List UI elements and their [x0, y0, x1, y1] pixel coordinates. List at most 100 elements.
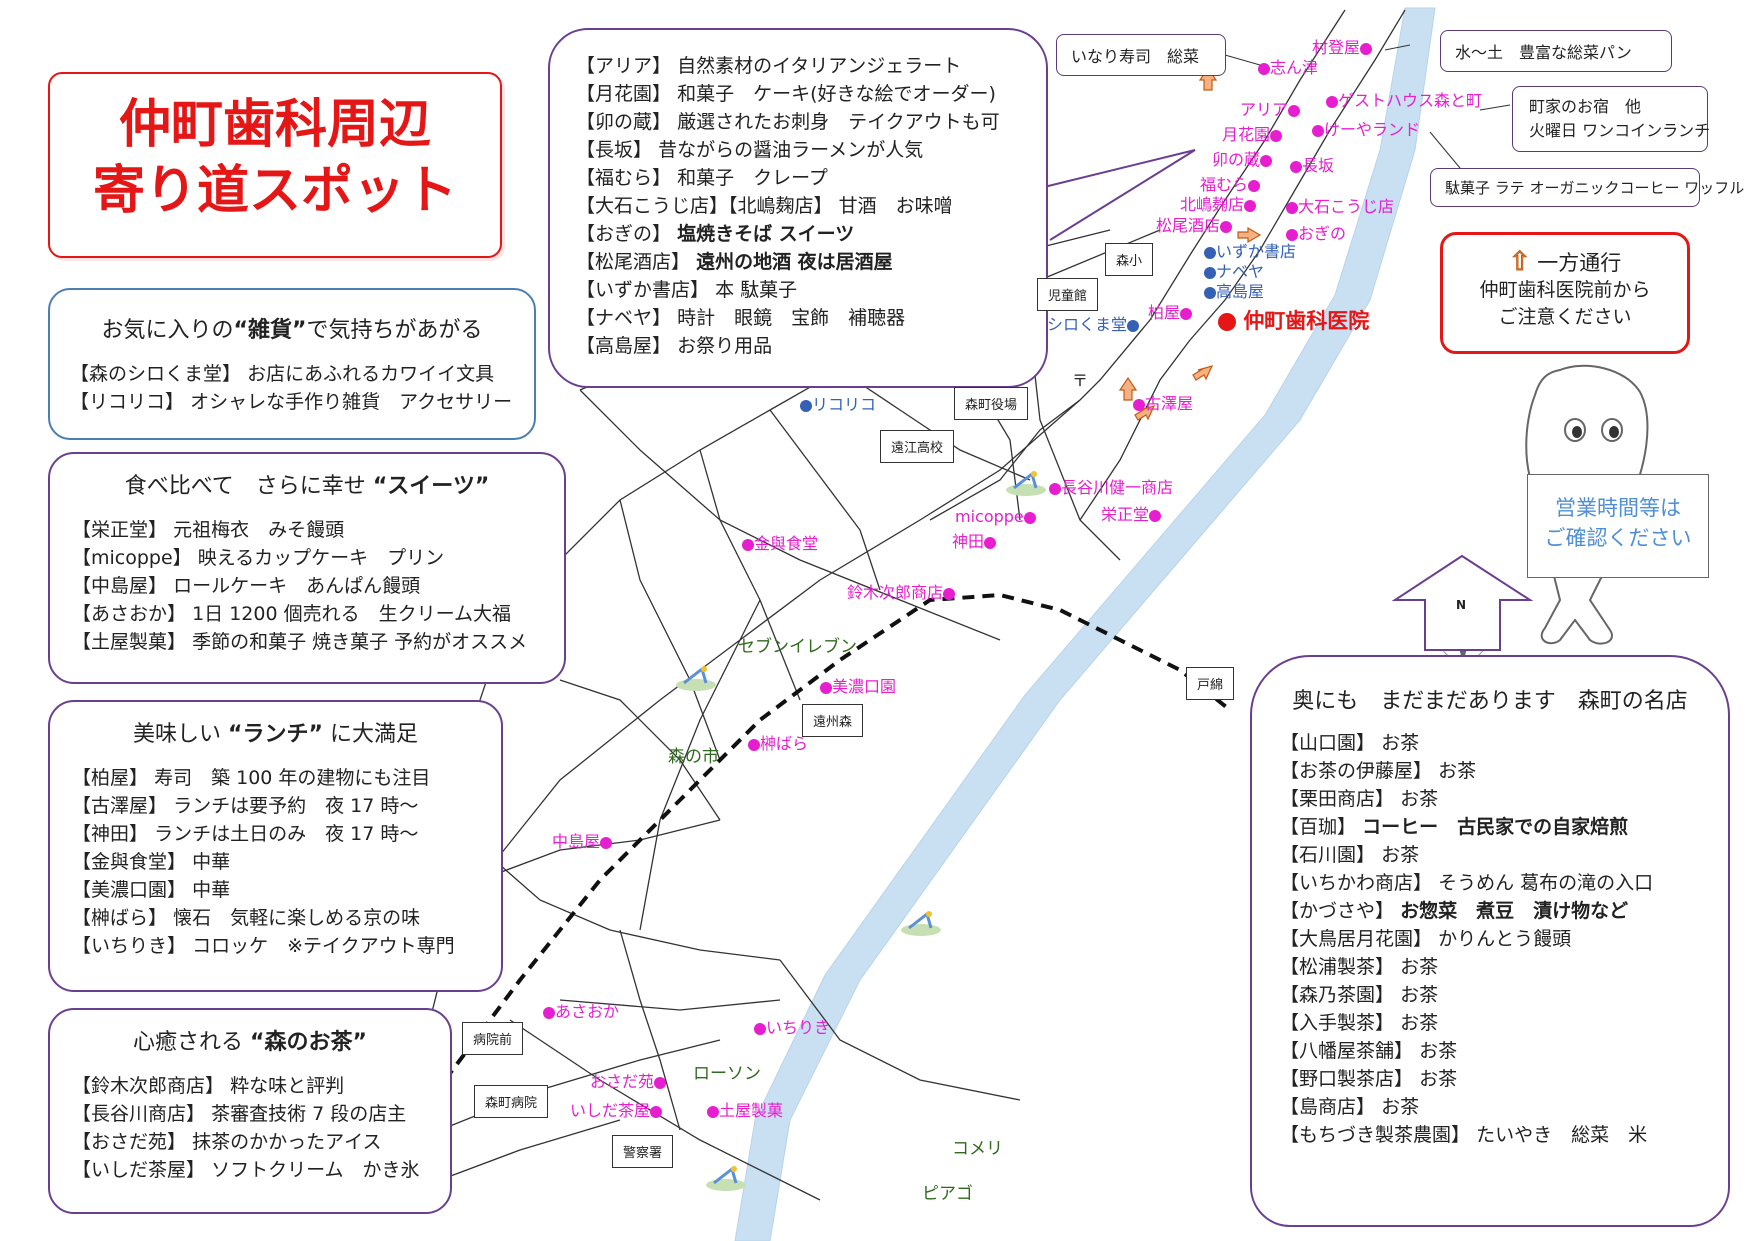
- shop-desc: 粋な味と評判: [230, 1075, 345, 1097]
- place-dot: [1220, 220, 1233, 233]
- shop-desc: オシャレな手作り雑貨 アクセサリー: [190, 391, 513, 413]
- list-item: 【入手製茶】 お茶: [1280, 1009, 1700, 1037]
- landmark-ensyumori: 遠州森: [802, 704, 864, 737]
- place-dot: [820, 681, 832, 694]
- shop-name: 【島商店】: [1280, 1096, 1376, 1118]
- shop-name: 【micoppe】: [72, 547, 192, 569]
- place-dot: [707, 1105, 719, 1118]
- place-dot: [1127, 319, 1140, 332]
- place-keeya: けーやランド: [1312, 121, 1420, 139]
- shop-desc: コロッケ ※テイクアウト専門: [192, 935, 455, 957]
- heading-pre: 食べ比べて さらに幸せ: [124, 474, 366, 499]
- place-label: 柏屋: [1148, 303, 1181, 322]
- shop-name: 【神田】: [72, 823, 149, 845]
- list-item: 【福むら】 和菓子 クレープ: [576, 164, 1020, 192]
- list-item: 【長谷川商店】 茶審査技術 7 段の店主: [72, 1100, 428, 1128]
- shop-name: 【山口園】: [1280, 732, 1376, 754]
- shop-name: 【土屋製菓】: [72, 631, 187, 653]
- shop-desc: 季節の和菓子 焼き菓子 予約がオススメ: [192, 631, 528, 653]
- shop-desc: 茶審査技術 7 段の店主: [211, 1103, 407, 1125]
- place-dot: [1270, 129, 1283, 142]
- place-label: 高島屋: [1216, 282, 1265, 301]
- label-morinoichi: 森の市: [668, 748, 719, 766]
- heading-key: “スイーツ”: [372, 474, 490, 499]
- place-dot: [650, 1105, 663, 1118]
- shop-name: 【松尾酒店】: [576, 251, 691, 273]
- place-label: リコリコ: [812, 395, 877, 414]
- place-ishida: いしだ茶屋: [570, 1102, 663, 1120]
- shop-name: 【いずか書店】: [576, 279, 710, 301]
- one-way-arrows: [1118, 66, 1262, 421]
- place-dot: [1312, 124, 1324, 137]
- landmark-label: 遠州森: [813, 715, 853, 730]
- list-item: 【神田】 ランチは土日のみ 夜 17 時～: [72, 820, 479, 848]
- place-unokura: 卯の蔵: [1212, 151, 1273, 169]
- shop-name: 【美濃口園】: [72, 879, 187, 901]
- list-item: 【いずか書店】 本 駄菓子: [576, 276, 1020, 304]
- shop-desc: 自然素材のイタリアンジェラート: [677, 55, 962, 77]
- shop-name: 【松浦製茶】: [1280, 956, 1395, 978]
- shop-desc: お茶: [1381, 844, 1420, 866]
- place-aria: アリア: [1240, 101, 1301, 119]
- notice-line-2: ご注意ください: [1498, 306, 1632, 328]
- list-item: 【もちづき製茶農園】 たいやき 総菜 米: [1280, 1121, 1700, 1149]
- sign-line-2: ご確認ください: [1544, 526, 1692, 550]
- callout-text: 町家のお宿 他: [1529, 97, 1642, 116]
- shop-desc: ランチは要予約 夜 17 時～: [173, 795, 419, 817]
- place-label: 志ん津: [1270, 58, 1319, 77]
- list-item: 【卯の蔵】 厳選されたお刺身 テイクアウトも可: [576, 108, 1020, 136]
- list-item: 【アリア】 自然素材のイタリアンジェラート: [576, 52, 1020, 80]
- place-label: 福むら: [1200, 175, 1249, 194]
- place-label: 月花園: [1222, 125, 1271, 144]
- landmark-tozuna: 戸綿: [1186, 667, 1235, 700]
- heading-pre: 美味しい: [133, 722, 222, 747]
- place-kitajima: 北嶋麹店: [1180, 196, 1257, 214]
- list-item: 【森のシロくま堂】 お店にあふれるカワイイ文具: [70, 360, 514, 388]
- shop-name: 【鈴木次郎商店】: [72, 1075, 225, 1097]
- landmark-toko: 遠江高校: [880, 430, 955, 463]
- place-guesthouse: ゲストハウス森と町: [1326, 92, 1482, 110]
- shop-name: 【福むら】: [576, 167, 672, 189]
- place-label: 栄正堂: [1101, 505, 1150, 524]
- place-dot: [1360, 42, 1373, 55]
- shop-name: 【長坂】: [576, 139, 653, 161]
- shop-name: 【栗田商店】: [1280, 788, 1395, 810]
- place-gekkaen: 月花園: [1222, 125, 1283, 144]
- label-komeri: コメリ: [952, 1140, 1003, 1158]
- place-asaoka: あさおか: [543, 1003, 619, 1021]
- list-item: 【山口園】 お茶: [1280, 729, 1700, 757]
- shop-desc: 甘酒 お味噌: [838, 195, 953, 217]
- shop-name: 【かづさや】: [1280, 900, 1395, 922]
- place-label: 金與食堂: [754, 534, 819, 553]
- store-label: ローソン: [693, 1064, 761, 1084]
- place-label: シロくま堂: [1047, 315, 1128, 334]
- place-shizu: 志ん津: [1258, 59, 1318, 77]
- list-item: 【大鳥居月花園】 かりんとう饅頭: [1280, 925, 1700, 953]
- list-item: 【松浦製茶】 お茶: [1280, 953, 1700, 981]
- notice-title-row: ⇧ 一方通行: [1443, 248, 1687, 277]
- landmark-label: 森町役場: [965, 398, 1018, 413]
- callout-guesthouse: 町家のお宿 他 火曜日 ワンコインランチ: [1512, 86, 1710, 152]
- callout-text: いなり寿司 総菜: [1071, 47, 1200, 66]
- list-item: 【森乃茶園】 お茶: [1280, 981, 1700, 1009]
- shop-name: 【高島屋】: [576, 335, 672, 357]
- list-item: 【美濃口園】 中華: [72, 876, 479, 904]
- shop-desc: お茶: [1381, 732, 1420, 754]
- place-dot: [748, 738, 760, 751]
- shop-name: 【森乃茶園】: [1280, 984, 1395, 1006]
- place-sakakibara: 榊ばら: [748, 735, 808, 753]
- list-item: 【月花園】 和菓子 ケーキ(好きな絵でオーダー): [576, 80, 1020, 108]
- sign-line-1: 営業時間等は: [1555, 496, 1681, 520]
- place-label: 土屋製菓: [719, 1101, 784, 1120]
- post-office-icon: 〒: [1072, 372, 1088, 390]
- landmark-byoin: 森町病院: [474, 1085, 549, 1118]
- place-nakajima: 中島屋: [552, 833, 613, 851]
- shop-desc: 塩焼きそば スイーツ: [677, 223, 855, 245]
- list-item: 【松尾酒店】 遠州の地酒 夜は居酒屋: [576, 248, 1020, 276]
- list-item: 【野口製茶店】 お茶: [1280, 1065, 1700, 1093]
- shop-desc: 和菓子 クレープ: [677, 167, 828, 189]
- heading-post: で気持ちがあがる: [306, 318, 483, 343]
- lunch-box: 美味しい “ランチ” に大満足 【柏屋】 寿司 築 100 年の建物にも注目 【…: [48, 700, 503, 992]
- place-label: いちりき: [766, 1018, 831, 1037]
- compass-label: N: [1456, 596, 1466, 614]
